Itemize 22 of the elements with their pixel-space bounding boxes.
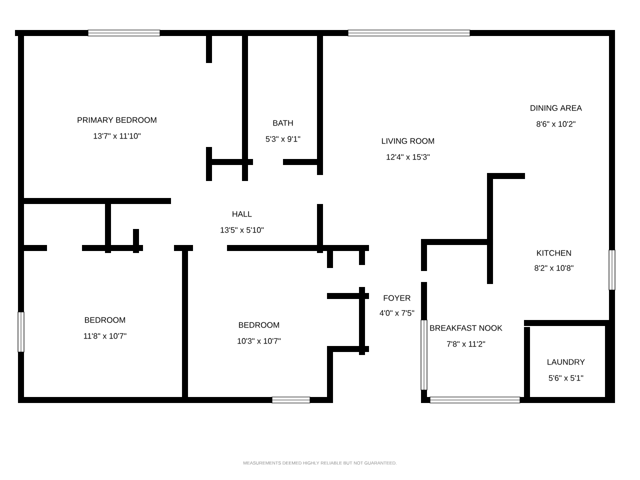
room-name: KITCHEN <box>537 250 571 256</box>
room-name: BEDROOM <box>85 317 126 323</box>
room-name: BREAKFAST NOOK <box>430 325 502 331</box>
room-dimensions: 10'3" x 10'7" <box>238 338 281 344</box>
room-dimensions: 12'4" x 15'3" <box>386 154 430 160</box>
room-dimensions: 11'8" x 10'7" <box>84 333 126 339</box>
room-name: FOYER <box>384 295 410 301</box>
room-name: LIVING ROOM <box>382 138 434 144</box>
room-dimensions: 7'8" x 11'2" <box>447 341 486 347</box>
room-dimensions: 13'7" x 11'10" <box>94 133 141 139</box>
room-name: BATH <box>273 120 293 126</box>
room-name: HALL <box>232 211 252 217</box>
room-dimensions: 5'6" x 5'1" <box>548 375 584 381</box>
room-name: DINING AREA <box>530 105 582 111</box>
room-name: BEDROOM <box>239 322 280 328</box>
room-dimensions: 8'6" x 10'2" <box>536 121 576 127</box>
room-dimensions: 5'3" x 9'1" <box>266 136 300 142</box>
room-dimensions: 8'2" x 10'8" <box>534 265 574 271</box>
room-dimensions: 4'0" x 7'5" <box>380 310 414 316</box>
room-name: LAUNDRY <box>548 359 585 365</box>
room-dimensions: 13'5" x 5'10" <box>220 227 264 233</box>
room-name: PRIMARY BEDROOM <box>78 117 156 123</box>
